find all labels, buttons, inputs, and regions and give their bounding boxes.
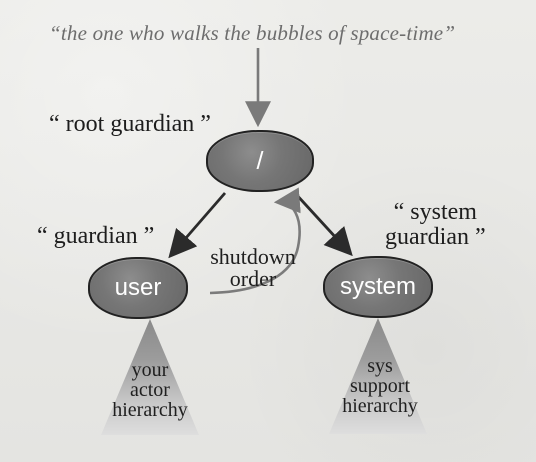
root-to-user-arrow: [168, 192, 227, 259]
system-guardian-line-2: guardian ”: [385, 224, 486, 251]
shutdown-line-2: order: [229, 266, 277, 292]
user-node: user: [88, 257, 188, 319]
system-hierarchy-line-3: hierarchy: [342, 395, 418, 417]
user-hierarchy-line-3: hierarchy: [112, 399, 188, 421]
shutdown-order-label: shutdown order: [193, 244, 313, 292]
system-guardian-label: “ system guardian ”: [385, 199, 486, 251]
user-hierarchy-text: your actor hierarchy: [95, 360, 205, 420]
root-to-system-arrow: [292, 191, 353, 257]
system-hierarchy-line-1: sys: [367, 355, 393, 377]
top-quote: “the one who walks the bubbles of space-…: [49, 21, 456, 45]
system-guardian-line-1: “ system: [393, 199, 477, 225]
root-guardian-label: “ root guardian ”: [49, 111, 211, 137]
user-hierarchy-line-1: your: [131, 359, 169, 381]
system-node: system: [323, 256, 433, 318]
shutdown-line-1: shutdown: [210, 244, 296, 269]
shutdown-curved-arrow: [209, 187, 301, 295]
guardian-label: “ guardian ”: [37, 223, 155, 249]
system-hierarchy-text: sys support hierarchy: [325, 356, 435, 416]
user-hierarchy-line-2: actor: [130, 379, 170, 401]
system-hierarchy-line-2: support: [350, 375, 410, 397]
root-node: /: [206, 130, 314, 192]
